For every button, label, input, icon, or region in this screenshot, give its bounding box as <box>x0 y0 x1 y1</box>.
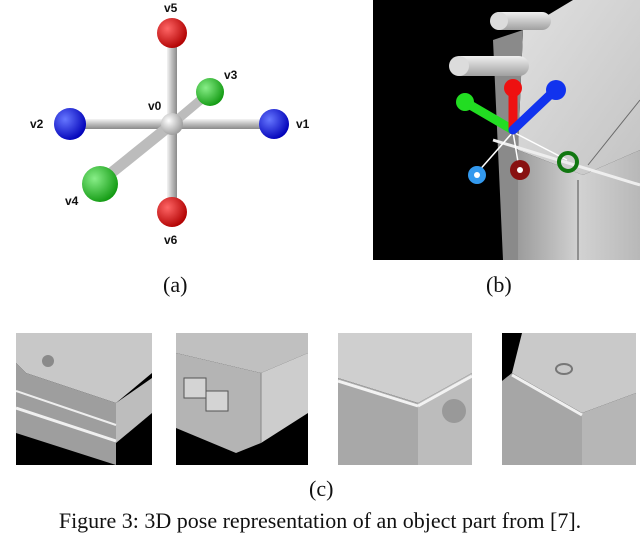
node-v1 <box>259 109 289 139</box>
box-front-face <box>518 150 640 260</box>
label-v1: v1 <box>296 117 310 131</box>
rod-v0-v1 <box>172 119 274 129</box>
axis-blue-tip <box>546 80 566 100</box>
pin-lower <box>451 56 529 76</box>
node-v2 <box>54 108 86 140</box>
node-v6 <box>157 197 187 227</box>
thumbnail-3 <box>338 333 472 465</box>
thumbnail-4 <box>502 333 636 465</box>
thumbnail-1 <box>16 333 152 465</box>
rod-v0-v2 <box>70 119 172 129</box>
axis-blue <box>508 87 558 135</box>
subcaption-a: (a) <box>163 272 188 297</box>
label-v0: v0 <box>148 99 162 113</box>
node-v5 <box>157 18 187 48</box>
marker-dark-green <box>557 151 579 173</box>
box-top-seam <box>587 99 640 166</box>
figure-caption: Figure 3: 3D pose representation of an o… <box>58 508 582 533</box>
subcaption-b: (b) <box>486 272 512 297</box>
node-v4 <box>82 166 118 202</box>
rod-v0-v6 <box>167 124 177 210</box>
axis-green <box>460 97 518 135</box>
marker-light-blue-center <box>474 172 480 178</box>
pin-lower-cap <box>449 56 469 76</box>
label-v3: v3 <box>224 68 238 82</box>
node-v0 <box>161 113 183 135</box>
axis-red-tip <box>504 79 522 97</box>
rod-v0-v5 <box>167 32 177 120</box>
thumbnail-2 <box>176 333 308 465</box>
node-v3 <box>196 78 224 106</box>
marker-line-blue <box>476 131 514 174</box>
marker-line-green <box>512 131 568 161</box>
pose-overlay-render <box>373 0 640 260</box>
label-v4: v4 <box>65 194 79 208</box>
label-v5: v5 <box>164 1 178 15</box>
subcaption-c: (c) <box>309 476 334 501</box>
label-v6: v6 <box>164 233 178 247</box>
marker-dark-red-center <box>517 167 523 173</box>
pin-upper-cap <box>490 12 508 30</box>
axis-green-tip <box>456 93 474 111</box>
box-edge <box>492 138 640 187</box>
pose-graph-diagram: v5 v6 v2 v1 v3 v4 v0 <box>30 1 310 247</box>
box-top-face <box>518 0 640 175</box>
label-v2: v2 <box>30 117 44 131</box>
